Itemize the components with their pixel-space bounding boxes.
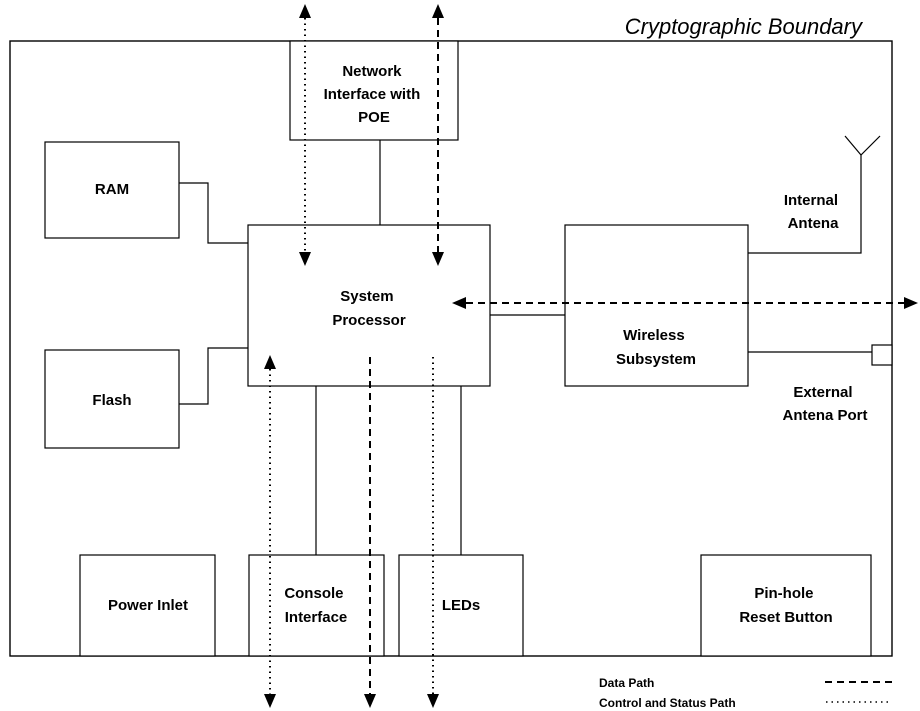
power-inlet-label: Power Inlet xyxy=(108,597,188,614)
data-path-console xyxy=(364,357,376,708)
leds-box: LEDs xyxy=(398,554,524,657)
console-interface-box: Console Interface xyxy=(248,554,385,657)
legend-data-path-label: Data Path xyxy=(599,676,654,690)
boundary-title: Cryptographic Boundary xyxy=(625,14,864,39)
svg-text:Wireless Subsystem: Wireless Subsystem xyxy=(616,327,696,368)
reset-button-label-line-1: Pin-hole xyxy=(754,585,813,602)
wireless-subsystem-label-line-1: Wireless xyxy=(623,327,685,344)
control-path-console xyxy=(264,355,276,708)
power-inlet-box: Power Inlet xyxy=(79,554,216,657)
svg-text:Pin-hole Reset Button: Pin-hole Reset Button xyxy=(739,585,832,626)
control-path-network-left xyxy=(299,4,311,266)
data-path-network-right xyxy=(432,4,444,266)
network-interface-label-line-3: POE xyxy=(358,109,390,126)
legend: Data Path Control and Status Path xyxy=(599,676,892,710)
flash-label: Flash xyxy=(92,392,131,409)
data-path-wireless xyxy=(452,297,918,309)
system-processor-label-line-2: Processor xyxy=(332,312,406,329)
ram-label: RAM xyxy=(95,181,129,198)
antenna-icon xyxy=(844,135,881,156)
network-interface-label-line-2: Interface with xyxy=(324,86,421,103)
network-interface-box: Network Interface with POE xyxy=(289,40,459,141)
connection-wires xyxy=(179,140,872,555)
external-antenna-port-label: External Antena Port xyxy=(782,384,867,424)
svg-text:Console Interface: Console Interface xyxy=(284,585,347,626)
reset-button-label-line-2: Reset Button xyxy=(739,609,832,626)
external-antenna-port-icon xyxy=(871,344,893,366)
svg-text:System Processor: System Processor xyxy=(332,288,406,329)
console-interface-label-line-2: Interface xyxy=(285,609,348,626)
wireless-subsystem-box: Wireless Subsystem xyxy=(564,224,749,387)
reset-button-box: Pin-hole Reset Button xyxy=(700,554,872,657)
wireless-subsystem-label-line-2: Subsystem xyxy=(616,351,696,368)
network-interface-label-line-1: Network xyxy=(342,63,402,80)
control-path-leds xyxy=(427,357,439,708)
internal-antenna-label: Internal Antena xyxy=(784,192,842,232)
system-processor-label-line-1: System xyxy=(340,288,393,305)
ram-box: RAM xyxy=(44,141,180,239)
legend-control-path-label: Control and Status Path xyxy=(599,696,736,710)
svg-text:Network Interface with: Network Interface with POE xyxy=(324,63,425,126)
flash-box: Flash xyxy=(44,349,180,449)
console-interface-label-line-1: Console xyxy=(284,585,343,602)
leds-label: LEDs xyxy=(442,597,480,614)
